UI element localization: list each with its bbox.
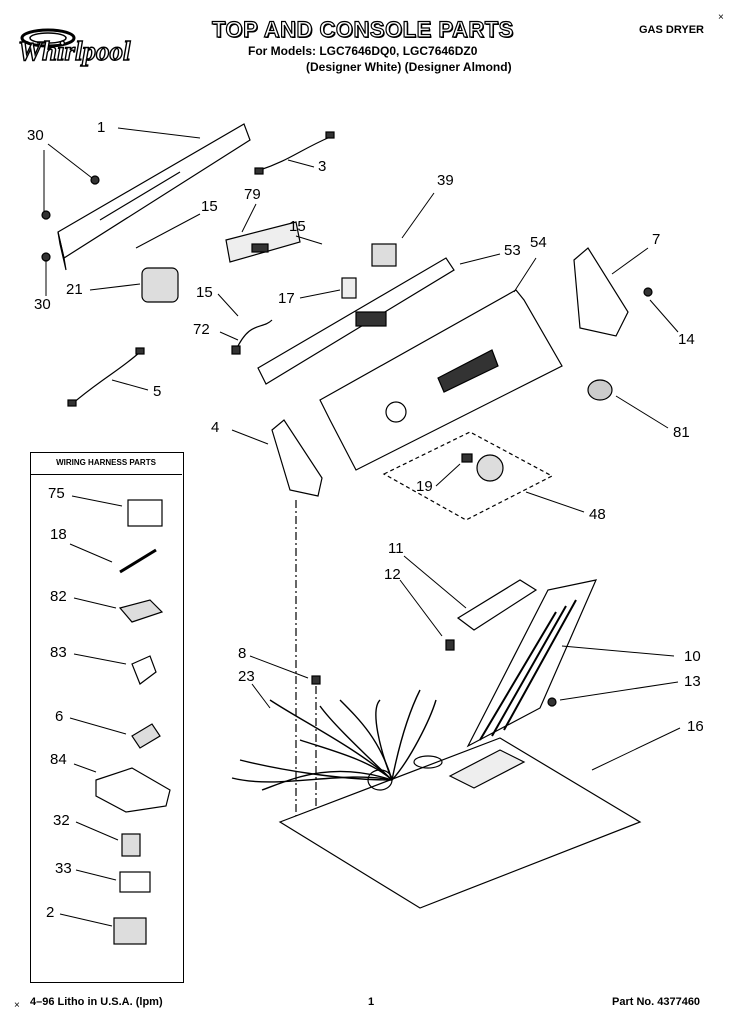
callout-17: 17	[278, 290, 295, 307]
wh-callout-32: 32	[53, 812, 70, 829]
callout-7: 7	[652, 231, 661, 248]
wh-callout-75: 75	[48, 485, 65, 502]
callout-10: 10	[684, 648, 701, 665]
wh-callout-83: 83	[50, 644, 67, 661]
callout-16: 16	[687, 718, 704, 735]
corner-mark: ×	[718, 12, 724, 23]
page-title: TOP AND CONSOLE PARTS	[211, 16, 514, 42]
callout-14: 14	[678, 331, 695, 348]
callout-15-b: 15	[289, 218, 306, 235]
wiring-harness-title: WIRING HARNESS PARTS	[30, 452, 182, 475]
wiring-harness-box	[30, 452, 184, 983]
callout-23: 23	[238, 668, 255, 685]
product-type: GAS DRYER	[639, 24, 704, 36]
callout-72: 72	[193, 321, 210, 338]
callout-30-bottom: 30	[34, 296, 51, 313]
svg-text:Whirlpool: Whirlpool	[18, 36, 131, 66]
footer-litho: 4–96 Litho in U.S.A. (lpm)	[30, 996, 163, 1008]
callout-15-c: 15	[196, 284, 213, 301]
wh-callout-84: 84	[50, 751, 67, 768]
callout-54: 54	[530, 234, 547, 251]
callout-30-top: 30	[27, 127, 44, 144]
callout-19: 19	[416, 478, 433, 495]
callout-13: 13	[684, 673, 701, 690]
footer-mark: ×	[14, 1000, 20, 1011]
callout-3: 3	[318, 158, 327, 175]
callout-5: 5	[153, 383, 162, 400]
variants-line: (Designer White) (Designer Almond)	[306, 60, 512, 74]
wh-callout-2: 2	[46, 904, 55, 921]
callout-4: 4	[211, 419, 220, 436]
whirlpool-logo: Whirlpool	[14, 24, 156, 74]
footer-page-number: 1	[368, 996, 375, 1008]
callout-1: 1	[97, 119, 106, 136]
callout-11: 11	[388, 540, 404, 557]
callout-48: 48	[589, 506, 606, 523]
callout-8: 8	[238, 645, 247, 662]
wh-callout-6: 6	[55, 708, 64, 725]
callout-12: 12	[384, 566, 401, 583]
callout-21: 21	[66, 281, 83, 298]
wh-callout-82: 82	[50, 588, 67, 605]
wh-callout-33: 33	[55, 860, 72, 877]
models-line: For Models: LGC7646DQ0, LGC7646DZ0	[248, 44, 478, 58]
callout-15-a: 15	[201, 198, 218, 215]
wh-callout-18: 18	[50, 526, 67, 543]
callout-39: 39	[437, 172, 454, 189]
callout-53: 53	[504, 242, 521, 259]
footer-part-number: Part No. 4377460	[612, 996, 701, 1008]
callout-81: 81	[673, 424, 690, 441]
callout-79: 79	[244, 186, 261, 203]
